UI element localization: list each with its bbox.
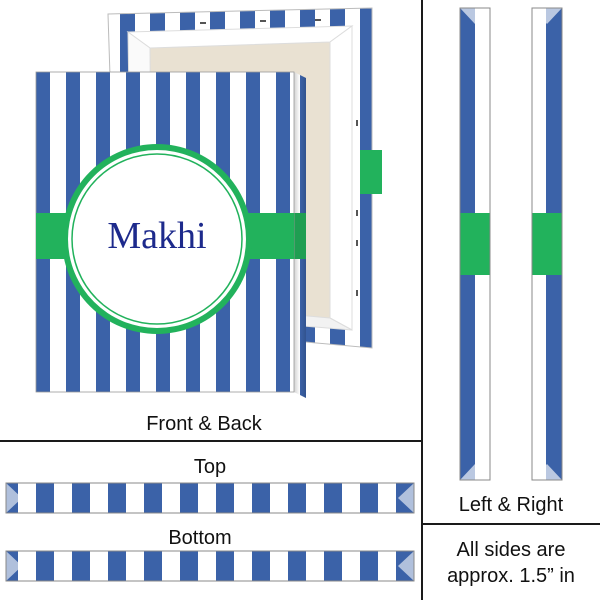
side-strip-top: [5, 482, 415, 514]
caption-note-line1: All sides are: [456, 539, 566, 561]
divider-horizontal-left: [0, 440, 422, 442]
caption-front-back: Front & Back: [146, 413, 262, 435]
caption-note-line2: approx. 1.5” in: [447, 565, 575, 587]
side-strip-right: [531, 7, 563, 481]
monogram-name: Makhi: [107, 215, 207, 257]
side-strip-bottom: [5, 550, 415, 582]
divider-horizontal-right: [422, 523, 600, 525]
side-strip-left: [459, 7, 491, 481]
caption-left-right: Left & Right: [458, 494, 564, 516]
caption-top: Top: [193, 456, 227, 478]
canvas-front-view: [35, 71, 306, 398]
caption-bottom: Bottom: [168, 527, 232, 549]
divider-vertical: [421, 0, 423, 600]
